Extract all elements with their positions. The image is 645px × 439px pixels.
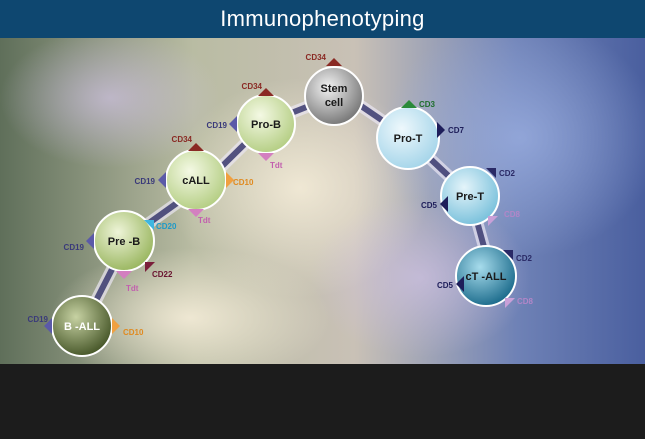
marker-cd3-label: CD3 [419, 100, 436, 109]
b-all-cell: B -ALL [51, 295, 113, 357]
marker-cd7-triangle [437, 122, 445, 138]
marker-cd5-label: CD5 [437, 281, 454, 290]
marker-cd34-triangle [258, 88, 274, 96]
marker-cd22-triangle [145, 262, 155, 272]
marker-cd22-label: CD22 [152, 270, 173, 279]
background-glow [0, 38, 220, 168]
marker-tdt-triangle [116, 271, 132, 279]
pro-t-label: Pro-T [394, 133, 423, 145]
pro-b-label: Pro-B [251, 119, 281, 131]
pre-t-label: Pre-T [456, 191, 484, 203]
pre-b-label: Pre -B [108, 236, 140, 248]
diagram-area: Stem cell CD34 Pro-B CD34 CD19 Tdt cALL … [0, 38, 645, 364]
stem-cell: Stem cell [304, 66, 364, 126]
marker-cd5-label: CD5 [421, 201, 438, 210]
marker-cd19-triangle [86, 233, 94, 249]
marker-cd19-label: CD19 [207, 121, 228, 130]
marker-cd10-label: CD10 [123, 328, 144, 337]
background-glow [50, 248, 330, 364]
marker-tdt-triangle [258, 153, 274, 161]
ct-all-cell: cT -ALL [455, 245, 517, 307]
marker-cd10-triangle [226, 172, 234, 188]
call-cell: cALL [165, 149, 227, 211]
marker-cd19-triangle [158, 172, 166, 188]
call-label: cALL [182, 175, 210, 187]
background-glow [310, 198, 530, 358]
marker-cd19-triangle [229, 116, 237, 132]
marker-cd19-label: CD19 [64, 243, 85, 252]
stem-cell-label-line1: Stem [321, 83, 348, 95]
marker-cd2-label: CD2 [499, 169, 516, 178]
marker-tdt-label: Tdt [270, 161, 283, 170]
marker-cd10-label: CD10 [233, 178, 254, 187]
marker-cd34-label: CD34 [172, 135, 193, 144]
ct-all-label: cT -ALL [466, 271, 507, 283]
immunophenotyping-diagram: Stem cell CD34 Pro-B CD34 CD19 Tdt cALL … [0, 38, 645, 364]
marker-cd34-label: CD34 [306, 53, 327, 62]
marker-cd34-triangle [188, 143, 204, 151]
marker-cd8-triangle [505, 298, 515, 308]
marker-cd10-triangle [112, 318, 120, 334]
marker-cd34-triangle [326, 58, 342, 66]
b-all-label: B -ALL [64, 321, 100, 333]
stem-cell-label-line2: cell [325, 97, 343, 109]
marker-tdt-label: Tdt [198, 216, 211, 225]
pre-t-cell: Pre-T [440, 166, 500, 226]
marker-tdt-label: Tdt [126, 284, 139, 293]
pro-b-cell: Pro-B [236, 94, 296, 154]
footer-bar [0, 364, 645, 439]
marker-cd3-triangle [401, 100, 417, 108]
marker-tdt-triangle [188, 209, 204, 217]
marker-cd20-triangle [144, 220, 154, 230]
marker-cd8-label: CD8 [504, 210, 521, 219]
marker-cd34-label: CD34 [242, 82, 263, 91]
marker-cd20-label: CD20 [156, 222, 177, 231]
header-bar: Immunophenotyping [0, 0, 645, 38]
marker-cd2-triangle [486, 168, 496, 178]
page-title: Immunophenotyping [220, 6, 425, 31]
marker-cd8-triangle [488, 216, 498, 226]
marker-cd2-triangle [503, 250, 513, 260]
pro-t-cell: Pro-T [376, 106, 440, 170]
marker-cd19-triangle [44, 318, 52, 334]
marker-cd5-triangle [440, 196, 448, 212]
marker-cd19-label: CD19 [28, 315, 49, 324]
marker-cd7-label: CD7 [448, 126, 465, 135]
t-lineage-path [336, 87, 498, 282]
marker-cd19-label: CD19 [135, 177, 156, 186]
marker-cd2-label: CD2 [516, 254, 533, 263]
marker-cd5-triangle [456, 276, 464, 292]
marker-cd8-label: CD8 [517, 297, 534, 306]
